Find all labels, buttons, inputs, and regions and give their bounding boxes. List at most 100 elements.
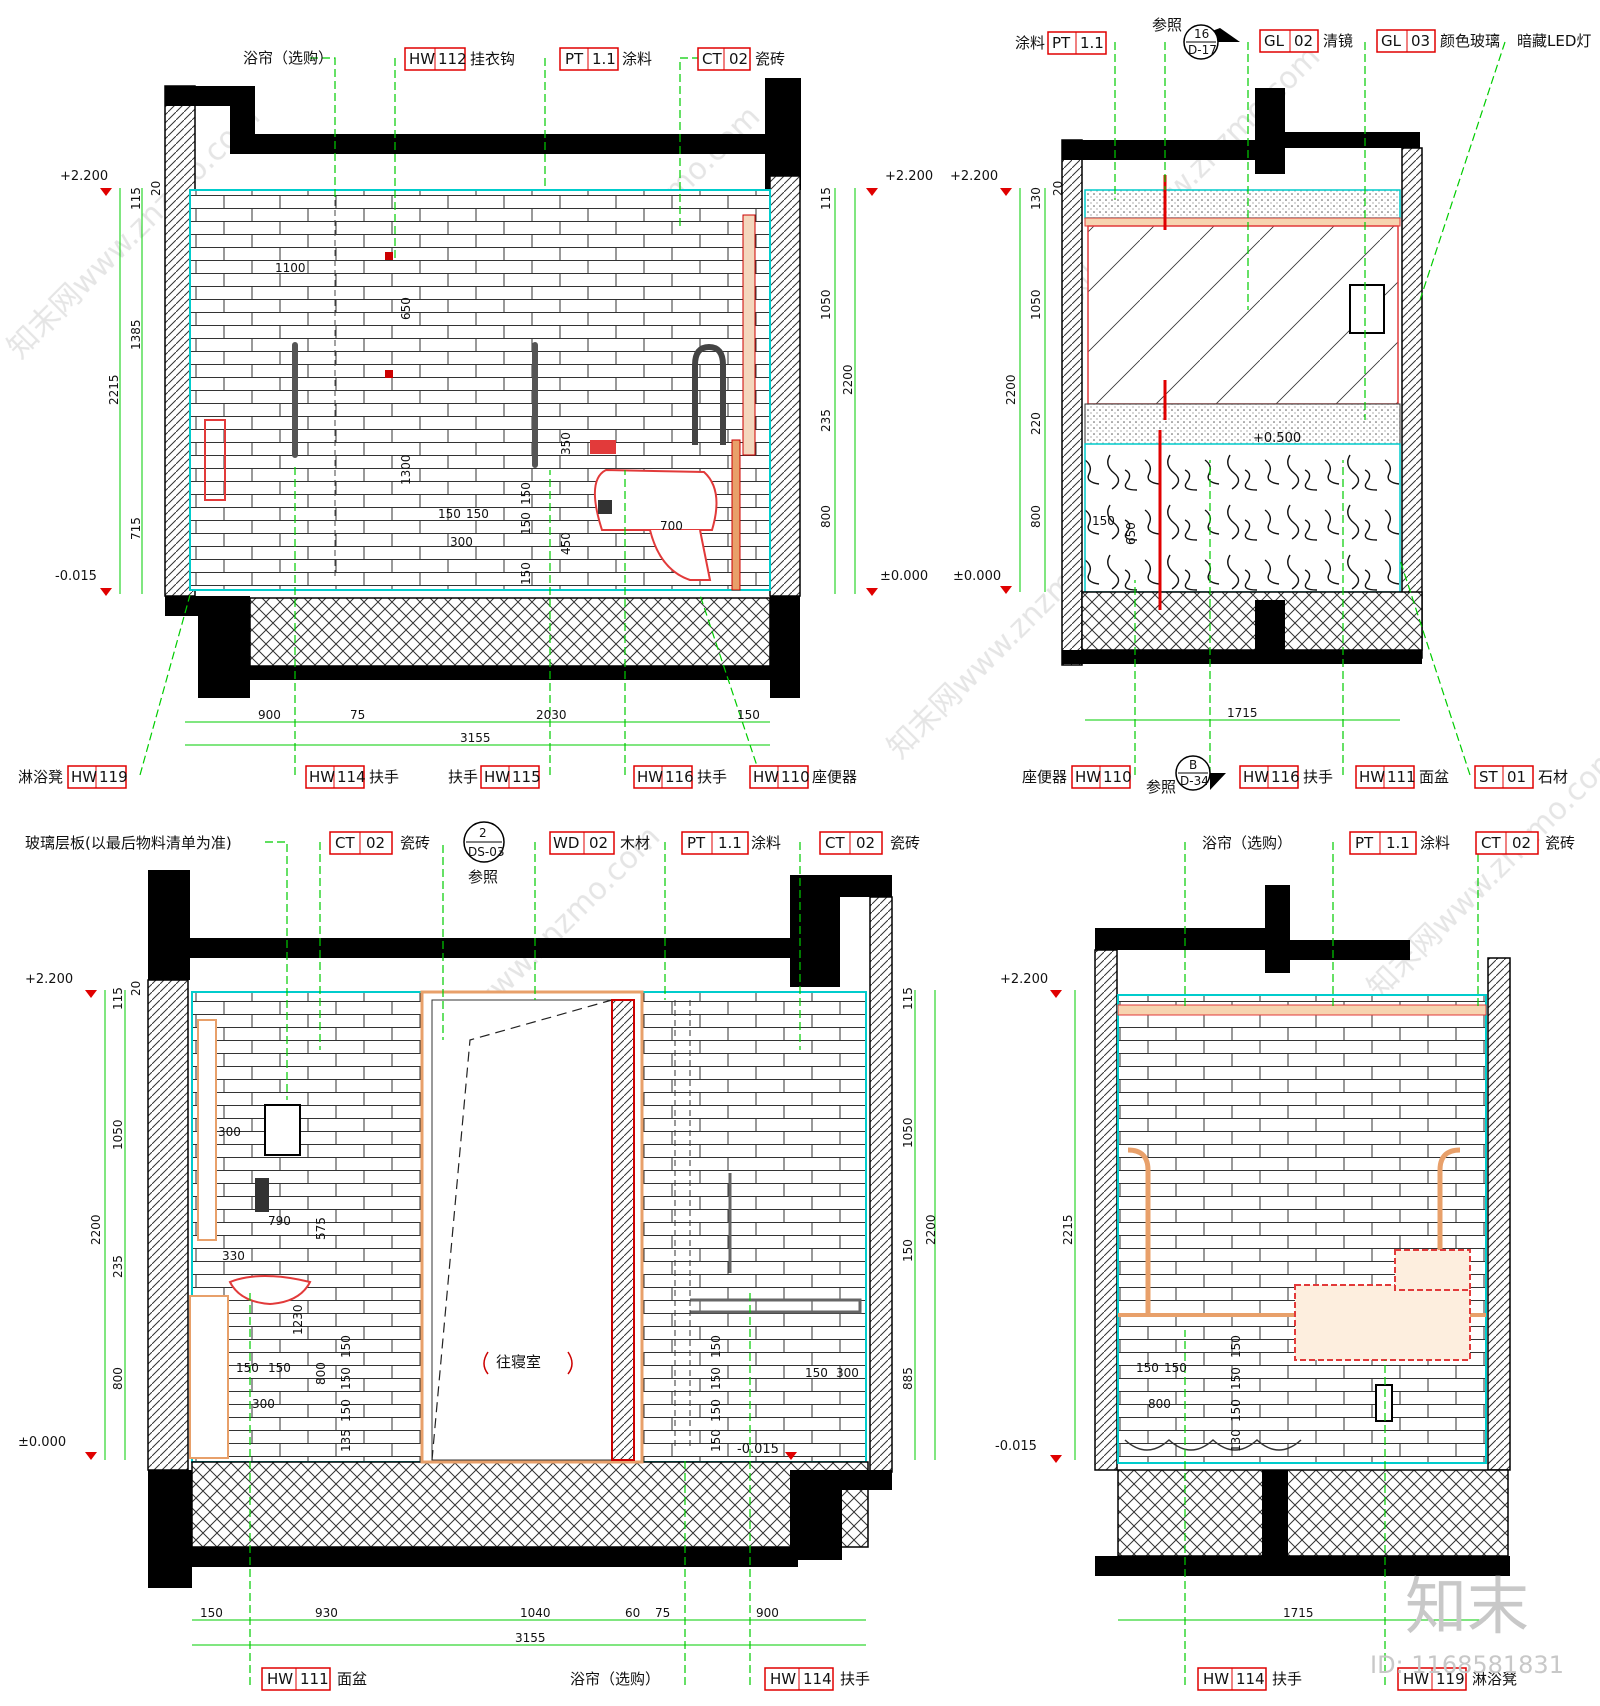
valve (1375, 1384, 1393, 1422)
dim-label: 150 (200, 1606, 223, 1620)
reference-marker: 2 DS-03 参照 (463, 821, 505, 886)
dim-label: 60 (625, 1606, 640, 1620)
ceiling-band (1084, 189, 1401, 219)
svg-text:01: 01 (1507, 768, 1526, 786)
dim-label: 115 (819, 187, 833, 210)
level-label: +0.500 (1253, 431, 1301, 446)
dim-label: 235 (819, 409, 833, 432)
svg-text:CT: CT (1481, 834, 1501, 852)
level-marker (1000, 188, 1012, 196)
callout-tag-ct02-b: CT 02 瓷砖 (819, 831, 920, 855)
dim-label: 150 (1229, 1335, 1243, 1358)
floor-wall (770, 596, 800, 698)
dim-label: 1050 (819, 289, 833, 320)
svg-text:D-34: D-34 (1180, 774, 1209, 788)
dim-label: 3155 (515, 1631, 546, 1645)
svg-text:CT: CT (335, 834, 355, 852)
svg-text:HW: HW (1243, 768, 1269, 786)
dim-label: 20 (1051, 181, 1065, 196)
dim-label: 1050 (901, 1117, 915, 1148)
dim-label: 150 (709, 1367, 723, 1390)
dim-label: 2030 (536, 708, 567, 722)
callout-tag-ct02: CT 02 瓷砖 (697, 47, 785, 71)
svg-text:HW: HW (1403, 1670, 1429, 1688)
wall-cap (165, 86, 195, 106)
dim-label: 715 (129, 517, 143, 540)
svg-text:HW: HW (637, 768, 663, 786)
ceiling-slab (1062, 140, 1262, 160)
dim-label: 220 (1029, 412, 1043, 435)
svg-text:扶手: 扶手 (448, 768, 478, 786)
floor-slab (249, 597, 771, 667)
svg-text:淋浴凳: 淋浴凳 (1472, 1670, 1517, 1688)
dim-label: 1040 (520, 1606, 551, 1620)
level-label: -0.015 (995, 1439, 1037, 1454)
svg-text:瓷砖: 瓷砖 (755, 50, 785, 68)
dim-label: 20 (129, 981, 143, 996)
ceiling-wall (1255, 88, 1285, 174)
floor-slab (1117, 1469, 1509, 1557)
reference-marker-bottom: B D-34 参照 (1146, 755, 1226, 796)
right-wall-top (790, 875, 840, 987)
shower-seat (1294, 1284, 1471, 1361)
leader-lines (1114, 41, 1506, 776)
dim-label: 1300 (399, 454, 413, 485)
toilet-base (649, 529, 712, 581)
floor-wall (198, 600, 250, 698)
hook (385, 252, 393, 260)
floor-beam (148, 1547, 798, 1567)
floor-wall (148, 1470, 192, 1588)
dim-label: 800 (111, 1367, 125, 1390)
paper-holder (590, 440, 616, 454)
right-wall-top (765, 78, 801, 190)
svg-text:PT: PT (565, 50, 584, 68)
hook (385, 370, 393, 378)
dim-label: 20 (149, 181, 163, 196)
dim-label: 800 (1148, 1397, 1171, 1411)
svg-text:HW: HW (1359, 768, 1385, 786)
dim-label: 150 (339, 1399, 353, 1422)
svg-text:119: 119 (1436, 1670, 1465, 1688)
svg-text:1.1: 1.1 (1386, 834, 1410, 852)
level-marker (785, 1452, 797, 1460)
callout-tag-gl03: GL 03 颜色玻璃 (1376, 29, 1500, 53)
dim-label: 150 (709, 1429, 723, 1452)
elevation-3: 往寝室 +2 (18, 821, 938, 1691)
grab-bar (1127, 1147, 1461, 1315)
right-wall-section (769, 175, 801, 597)
dim-label: 2200 (89, 1214, 103, 1245)
floor-beam (1095, 1556, 1510, 1576)
svg-text:面盆: 面盆 (337, 1670, 367, 1688)
svg-text:DS-03: DS-03 (468, 845, 504, 859)
ceiling-wall (1265, 885, 1290, 973)
svg-text:参照: 参照 (1152, 16, 1182, 34)
ceiling-slab (1290, 940, 1410, 960)
svg-text:PT: PT (1052, 34, 1071, 52)
svg-text:涂料: 涂料 (622, 50, 652, 68)
door-label[interactable]: 往寝室 (496, 1353, 541, 1371)
svg-text:ST: ST (1479, 768, 1499, 786)
leader-lines (1184, 842, 1479, 1685)
svg-text:HW: HW (1075, 768, 1101, 786)
brand-id: ID: 1168581831 (1370, 1651, 1564, 1679)
dim-label: 150 (805, 1366, 828, 1380)
dim-label: 150 (709, 1335, 723, 1358)
shower-seat-back (1394, 1249, 1471, 1291)
dim-label: 300 (836, 1366, 859, 1380)
dim-label: 150 (519, 562, 533, 585)
callout-tag-hw112: HW 112 挂衣钩 (404, 47, 515, 71)
mirror-cabinet (264, 1104, 301, 1156)
dim-label: 1050 (111, 1119, 125, 1150)
dim-label: 150 (236, 1361, 259, 1375)
wall-grab-rail (731, 439, 741, 591)
svg-text:HW: HW (1203, 1670, 1229, 1688)
door-opening (431, 999, 633, 1461)
tile-wall (1117, 994, 1487, 1464)
level-label: ±0.000 (880, 569, 928, 584)
callout-curtain: 浴帘（选购） (243, 49, 333, 67)
ceiling-slab (1285, 132, 1420, 148)
dimension-lines (119, 188, 856, 746)
left-wall-section (147, 979, 189, 1471)
svg-text:瓷砖: 瓷砖 (400, 834, 430, 852)
